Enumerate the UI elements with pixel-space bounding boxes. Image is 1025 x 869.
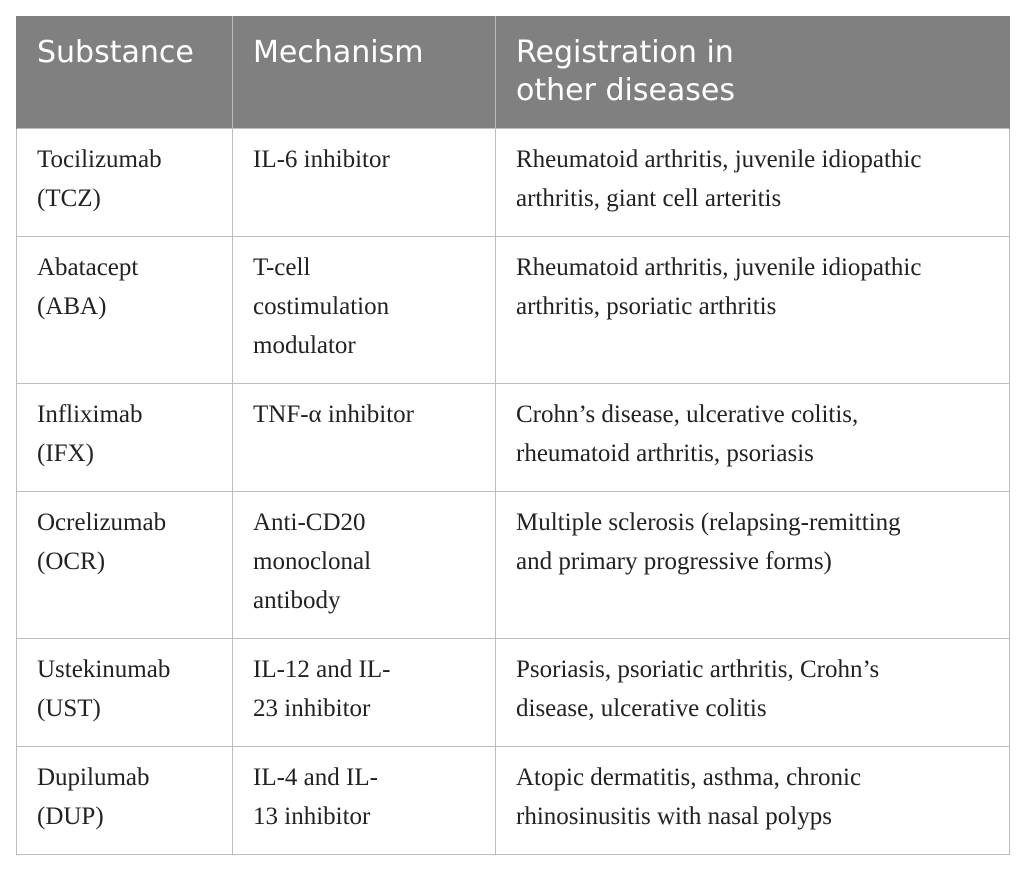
cell-substance-line: (UST) — [37, 695, 101, 722]
cell-registration: Rheumatoid arthritis, juvenile idiopathi… — [495, 128, 1010, 237]
header-row: Substance Mechanism Registration in othe… — [16, 16, 1010, 129]
header-substance: Substance — [16, 16, 233, 129]
cell-registration-line: Rheumatoid arthritis, juvenile idiopathi… — [516, 146, 922, 173]
cell-mechanism-line: T-cell — [253, 254, 311, 281]
cell-mechanism-line: IL-4 and IL- — [253, 764, 378, 791]
cell-substance: Abatacept (ABA) — [16, 236, 233, 384]
cell-registration-line: Rheumatoid arthritis, juvenile idiopathi… — [516, 254, 922, 281]
cell-substance-line: (ABA) — [37, 293, 107, 320]
cell-substance-line: Abatacept — [37, 254, 139, 281]
drug-table: Substance Mechanism Registration in othe… — [16, 16, 1010, 855]
cell-mechanism-line: IL-12 and IL- — [253, 656, 391, 683]
header-registration-text: Registration in other diseases — [516, 35, 736, 108]
cell-substance-line: (DUP) — [37, 803, 104, 830]
cell-substance: Dupilumab (DUP) — [16, 746, 233, 855]
cell-substance: Tocilizumab (TCZ) — [16, 128, 233, 237]
cell-substance: Infliximab (IFX) — [16, 383, 233, 492]
cell-mechanism: IL-4 and IL- 13 inhibitor — [232, 746, 496, 855]
table-header: Substance Mechanism Registration in othe… — [16, 16, 1010, 129]
cell-substance-line: Ocrelizumab — [37, 509, 167, 536]
cell-substance-line: (TCZ) — [37, 185, 101, 212]
cell-mechanism-line: 23 inhibitor — [253, 695, 371, 722]
cell-mechanism-line: Anti-CD20 — [253, 509, 366, 536]
cell-substance-line: Dupilumab — [37, 764, 150, 791]
cell-mechanism: Anti-CD20 monoclonal antibody — [232, 491, 496, 639]
cell-mechanism: TNF-α inhibitor — [232, 383, 496, 492]
cell-registration-line: rheumatoid arthritis, psoriasis — [516, 440, 814, 467]
cell-registration-line: and primary progressive forms) — [516, 548, 832, 575]
cell-registration-line: Crohn’s disease, ulcerative colitis, — [516, 401, 859, 428]
cell-registration-line: disease, ulcerative colitis — [516, 695, 767, 722]
cell-substance-line: Infliximab — [37, 401, 143, 428]
table-row: Ustekinumab (UST) IL-12 and IL- 23 inhibito… — [16, 638, 1010, 747]
cell-registration-line: Atopic dermatitis, asthma, chronic — [516, 764, 862, 791]
cell-mechanism-line: monoclonal — [253, 548, 372, 575]
cell-mechanism-line: modulator — [253, 332, 356, 359]
cell-registration-line: Psoriasis, psoriatic arthritis, Crohn’s — [516, 656, 880, 683]
cell-registration-line: arthritis, giant cell arteritis — [516, 185, 782, 212]
cell-substance-line: Ustekinumab — [37, 656, 171, 683]
table-row: Infliximab (IFX) TNF-α inhibitor Crohn’s di… — [16, 383, 1010, 492]
cell-mechanism: IL-6 inhibitor — [232, 128, 496, 237]
cell-registration: Atopic dermatitis, asthma, chronic rhinos… — [495, 746, 1010, 855]
drug-table-container: Substance Mechanism Registration in othe… — [16, 16, 1010, 855]
cell-registration: Crohn’s disease, ulcerative colitis, rheu… — [495, 383, 1010, 492]
cell-mechanism-line: antibody — [253, 587, 341, 614]
table-row: Abatacept (ABA) T-cell costimulation modulat… — [16, 236, 1010, 384]
cell-substance: Ustekinumab (UST) — [16, 638, 233, 747]
cell-substance: Ocrelizumab (OCR) — [16, 491, 233, 639]
header-registration: Registration in other diseases — [495, 16, 1010, 129]
cell-registration-line: arthritis, psoriatic arthritis — [516, 293, 777, 320]
cell-registration-line: rhinosinusitis with nasal polyps — [516, 803, 832, 830]
cell-substance-line: (OCR) — [37, 548, 106, 575]
cell-mechanism-line: IL-6 inhibitor — [253, 146, 390, 173]
cell-mechanism: IL-12 and IL- 23 inhibitor — [232, 638, 496, 747]
table-row: Tocilizumab (TCZ) IL-6 inhibitor Rheumatoid… — [16, 128, 1010, 237]
cell-mechanism-line: TNF-α inhibitor — [253, 401, 415, 428]
cell-mechanism-line: costimulation — [253, 293, 390, 320]
cell-mechanism: T-cell costimulation modulator — [232, 236, 496, 384]
cell-registration: Multiple sclerosis (relapsing-remitting a… — [495, 491, 1010, 639]
cell-substance-line: (IFX) — [37, 440, 94, 467]
header-mechanism: Mechanism — [232, 16, 496, 129]
table-row: Dupilumab (DUP) IL-4 and IL- 13 inhibitor At… — [16, 746, 1010, 855]
cell-registration: Psoriasis, psoriatic arthritis, Crohn’s d… — [495, 638, 1010, 747]
cell-registration: Rheumatoid arthritis, juvenile idiopathi… — [495, 236, 1010, 384]
cell-mechanism-line: 13 inhibitor — [253, 803, 371, 830]
cell-registration-line: Multiple sclerosis (relapsing-remitting — [516, 509, 901, 536]
cell-substance-line: Tocilizumab — [37, 146, 162, 173]
table-row: Ocrelizumab (OCR) Anti-CD20 monoclonal antib… — [16, 491, 1010, 639]
